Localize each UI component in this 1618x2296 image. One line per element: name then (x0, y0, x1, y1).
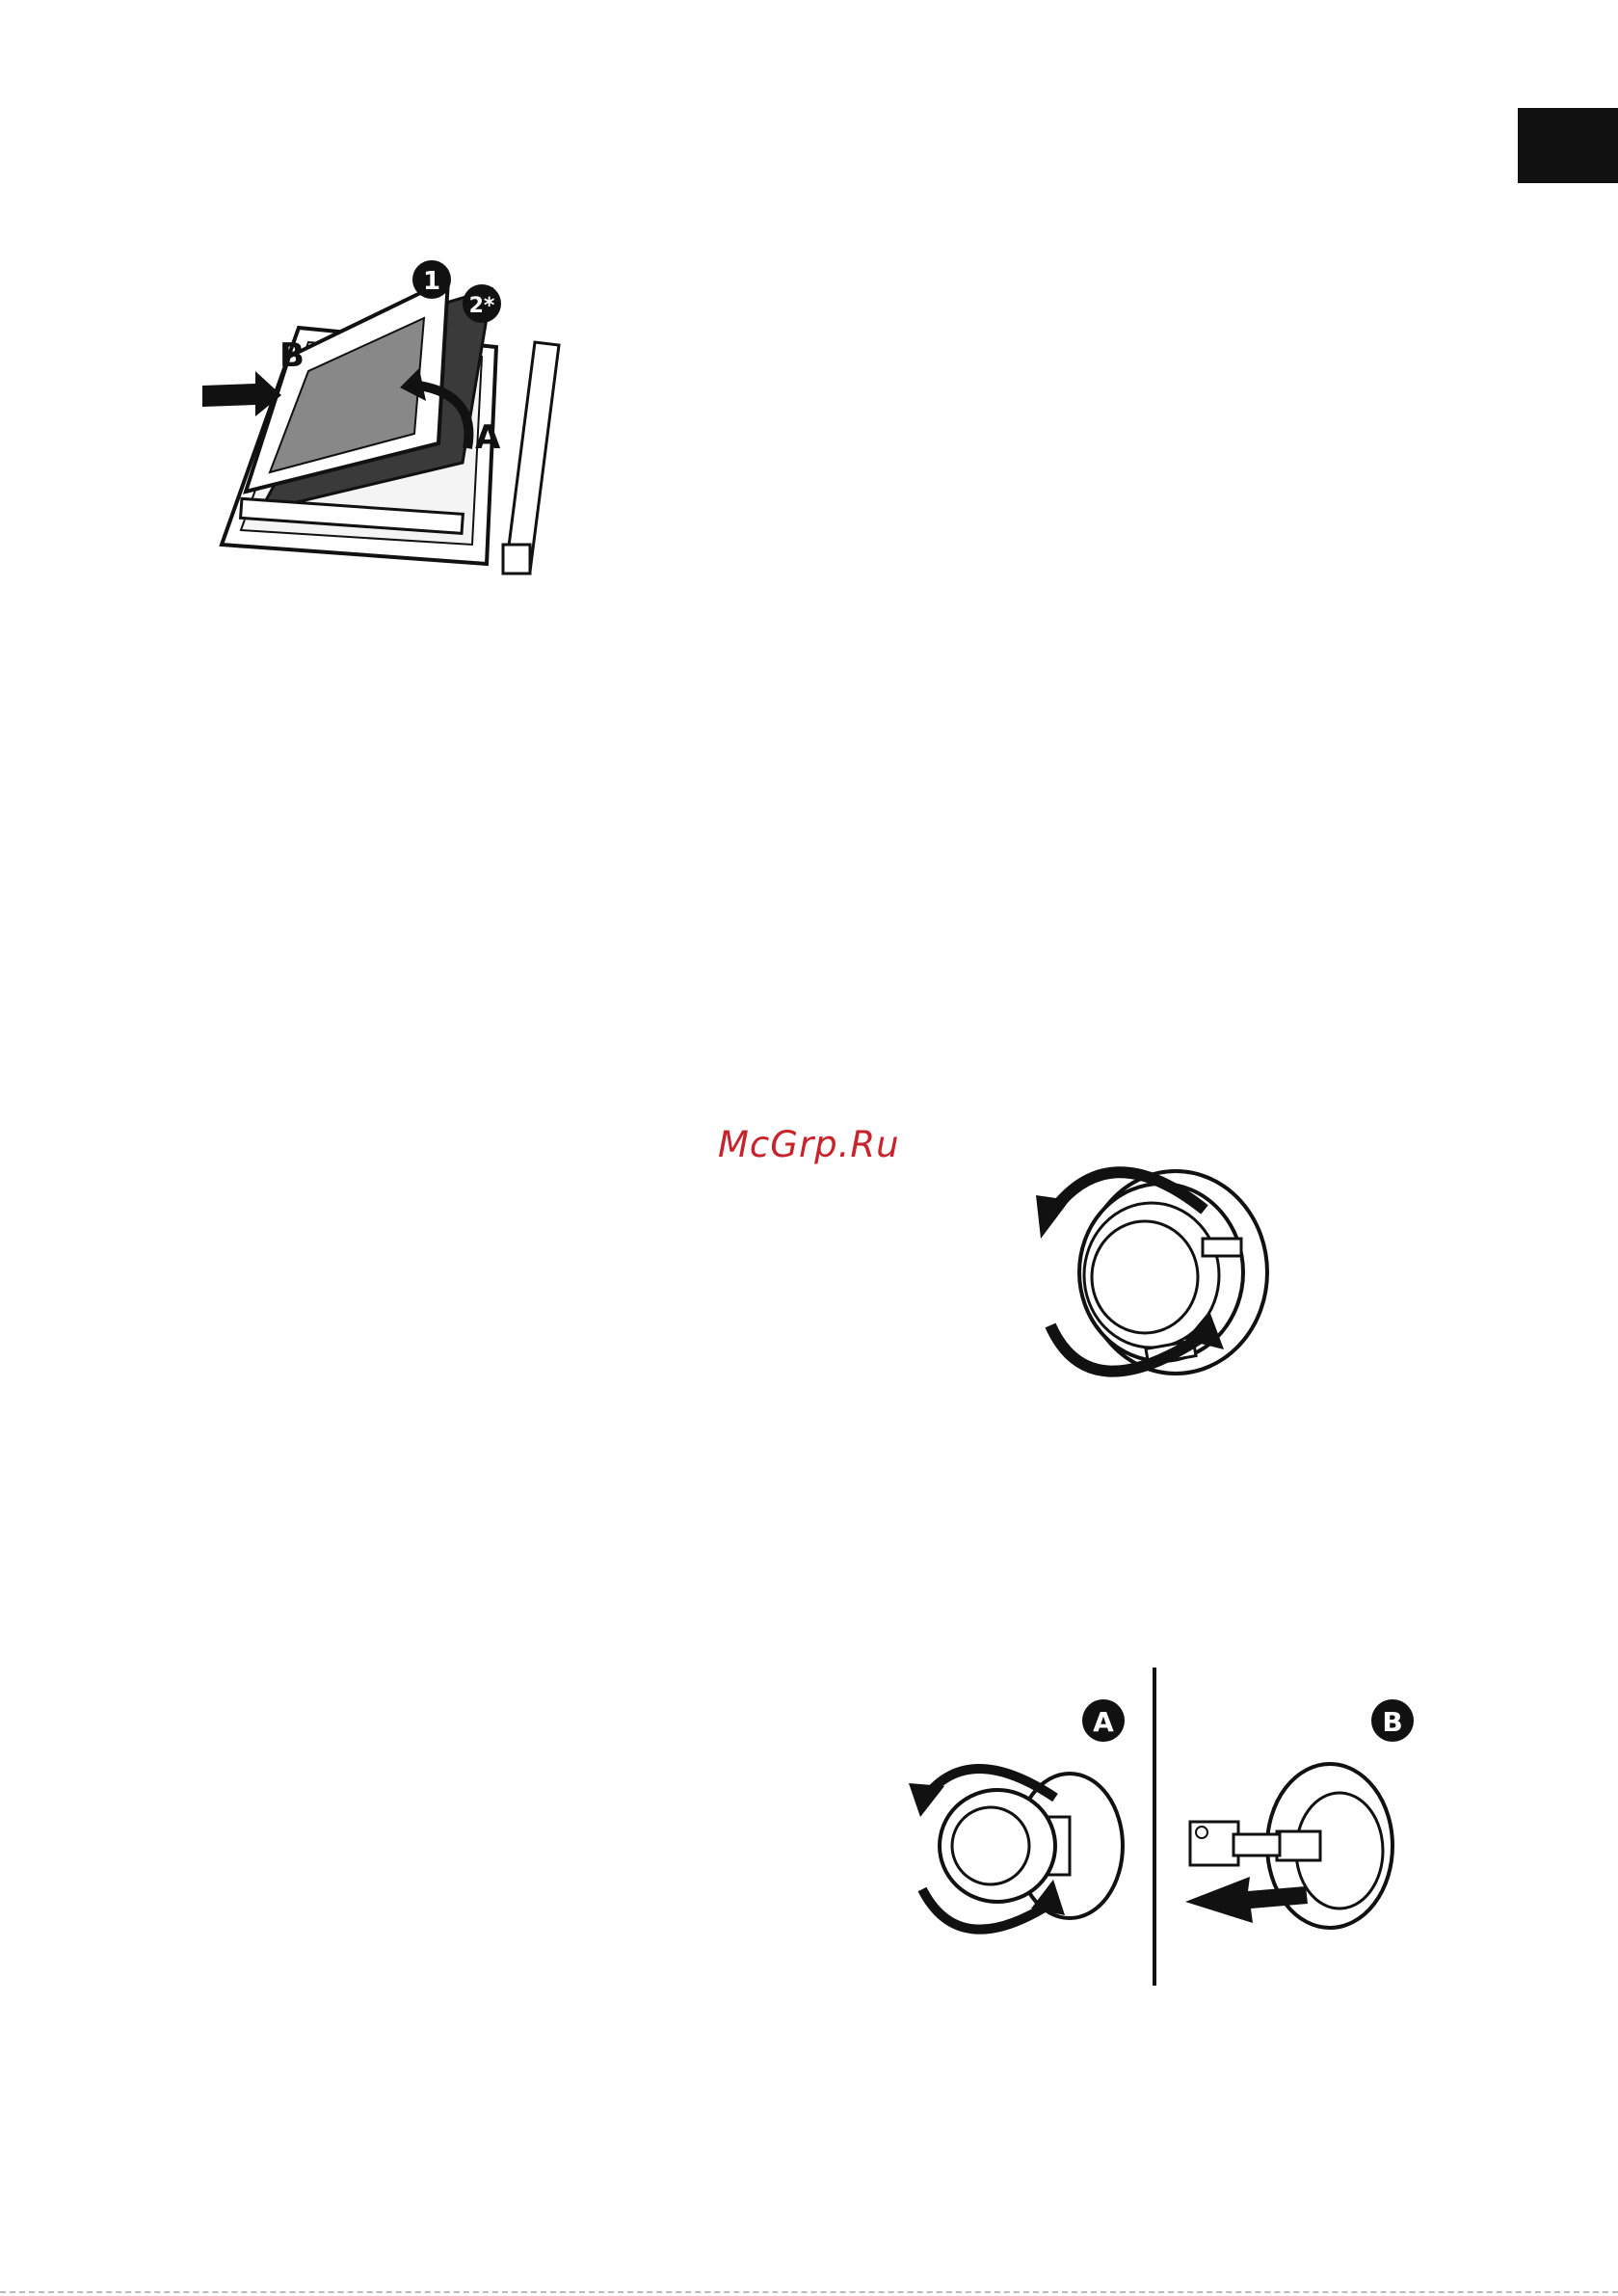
door-glass-figure: B A 1 2* (202, 251, 607, 578)
label-b: B (279, 336, 305, 375)
panel-b-label: B (1382, 1706, 1402, 1738)
panel-a-label: A (1093, 1706, 1114, 1738)
page-tab-marker (1518, 108, 1618, 183)
label-a: A (475, 418, 501, 457)
marker-2: 2* (469, 294, 495, 318)
marker-1: 1 (423, 267, 440, 296)
watermark: McGrp.Ru (718, 1124, 900, 1165)
page-bottom-rule (0, 2291, 1618, 2293)
lamp-replace-figure: A B (891, 1663, 1421, 1990)
lamp-cover-figure (1031, 1142, 1282, 1402)
